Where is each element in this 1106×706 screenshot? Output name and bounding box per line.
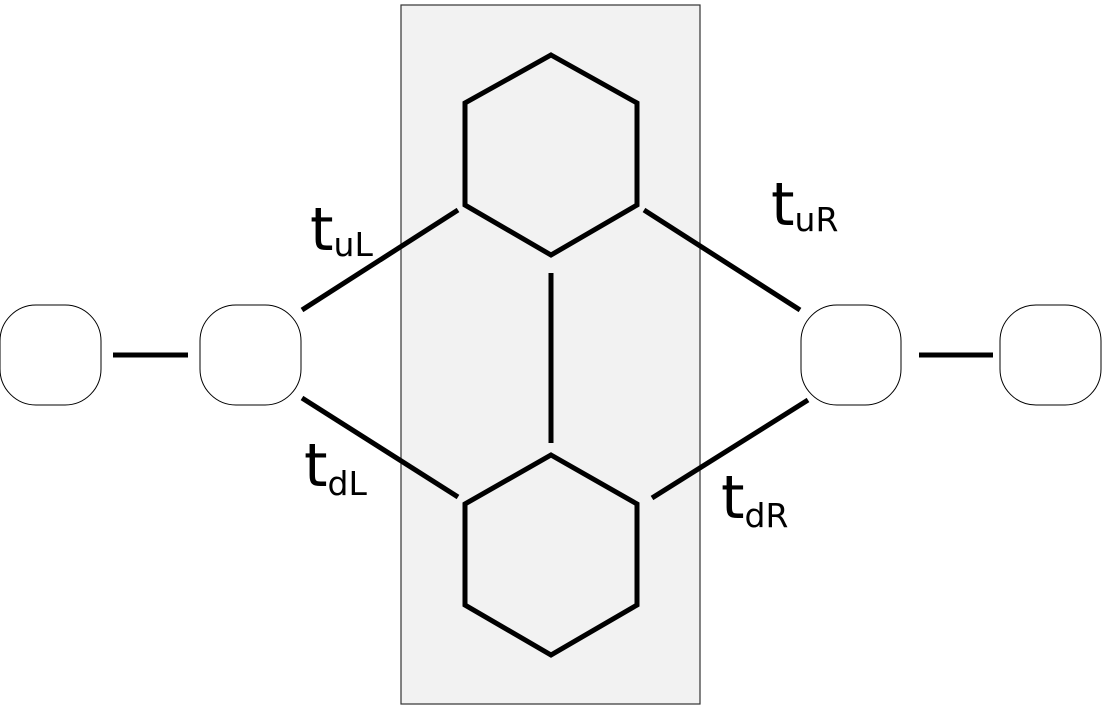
coupling-bond-lower-right bbox=[650, 397, 810, 501]
upper-hexagon bbox=[462, 52, 640, 258]
coupling-bond-upper-right bbox=[642, 207, 802, 313]
label-t-dR: tdR bbox=[721, 463, 788, 535]
label-t-dL: tdL bbox=[304, 431, 367, 503]
right-lead-site-outer bbox=[999, 304, 1102, 406]
left-lead-site-outer bbox=[0, 304, 102, 406]
coupling-bond-lower-left bbox=[300, 395, 460, 500]
right-lead-site-inner bbox=[800, 304, 902, 406]
coupling-bond-upper-left bbox=[300, 207, 460, 313]
lower-hexagon bbox=[462, 452, 640, 658]
label-t-uL: tuL bbox=[310, 195, 373, 265]
left-lead-site-inner bbox=[199, 304, 302, 406]
label-t-uR: tuR bbox=[771, 170, 838, 240]
